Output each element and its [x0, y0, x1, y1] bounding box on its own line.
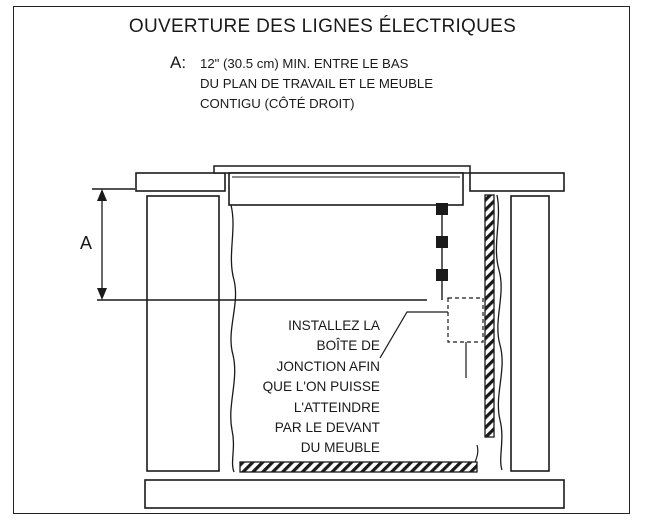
- note-line-3: CONTIGU (CÔTÉ DROIT): [200, 96, 355, 111]
- callout-line-3: JONCTION AFIN: [276, 358, 380, 374]
- cooktop-rim: [213, 165, 471, 174]
- countertop-left: [135, 172, 226, 192]
- callout-line-6: PAR LE DEVANT: [274, 420, 380, 436]
- countertop-right: [469, 172, 565, 192]
- cabinet-floor-hatched: [239, 461, 478, 473]
- callout-line-2: BOÎTE DE: [316, 338, 380, 354]
- cable-connector-3: [436, 269, 448, 281]
- cabinet-wall-right-cut: [495, 194, 503, 471]
- callout-leader: [379, 311, 448, 359]
- callout-line-4: QUE L'ON PUISSE: [262, 379, 380, 395]
- junction-box-callout: INSTALLEZ LA BOÎTE DE JONCTION AFIN QUE …: [212, 316, 380, 459]
- cooktop-body: [228, 172, 464, 206]
- left-cabinet: [146, 195, 220, 472]
- dimension-label-a: A: [80, 233, 93, 253]
- callout-line-5: L'ATTEINDRE: [293, 399, 380, 415]
- note-line-2: DU PLAN DE TRAVAIL ET LE MEUBLE: [200, 76, 434, 91]
- cable-connector-2: [436, 236, 448, 248]
- dimension-arrow-up: [97, 189, 107, 201]
- cabinet-base: [144, 479, 565, 509]
- junction-box-dashed: [447, 297, 484, 343]
- right-cabinet: [510, 195, 550, 472]
- diagram-frame: [13, 6, 630, 514]
- callout-line-1: INSTALLEZ LA: [288, 318, 380, 333]
- note-line-1: 12" (30.5 cm) MIN. ENTRE LE BAS: [200, 56, 409, 71]
- dimension-arrow-down: [97, 288, 107, 300]
- callout-line-7: DU MEUBLE: [300, 440, 380, 456]
- note-letter: A:: [170, 53, 187, 72]
- diagram-title: OUVERTURE DES LIGNES ÉLECTRIQUES: [128, 16, 517, 37]
- cable-connector-1: [436, 203, 448, 215]
- side-panel-hatched: [484, 194, 495, 438]
- cabinet-wall-left-cut: [230, 204, 237, 473]
